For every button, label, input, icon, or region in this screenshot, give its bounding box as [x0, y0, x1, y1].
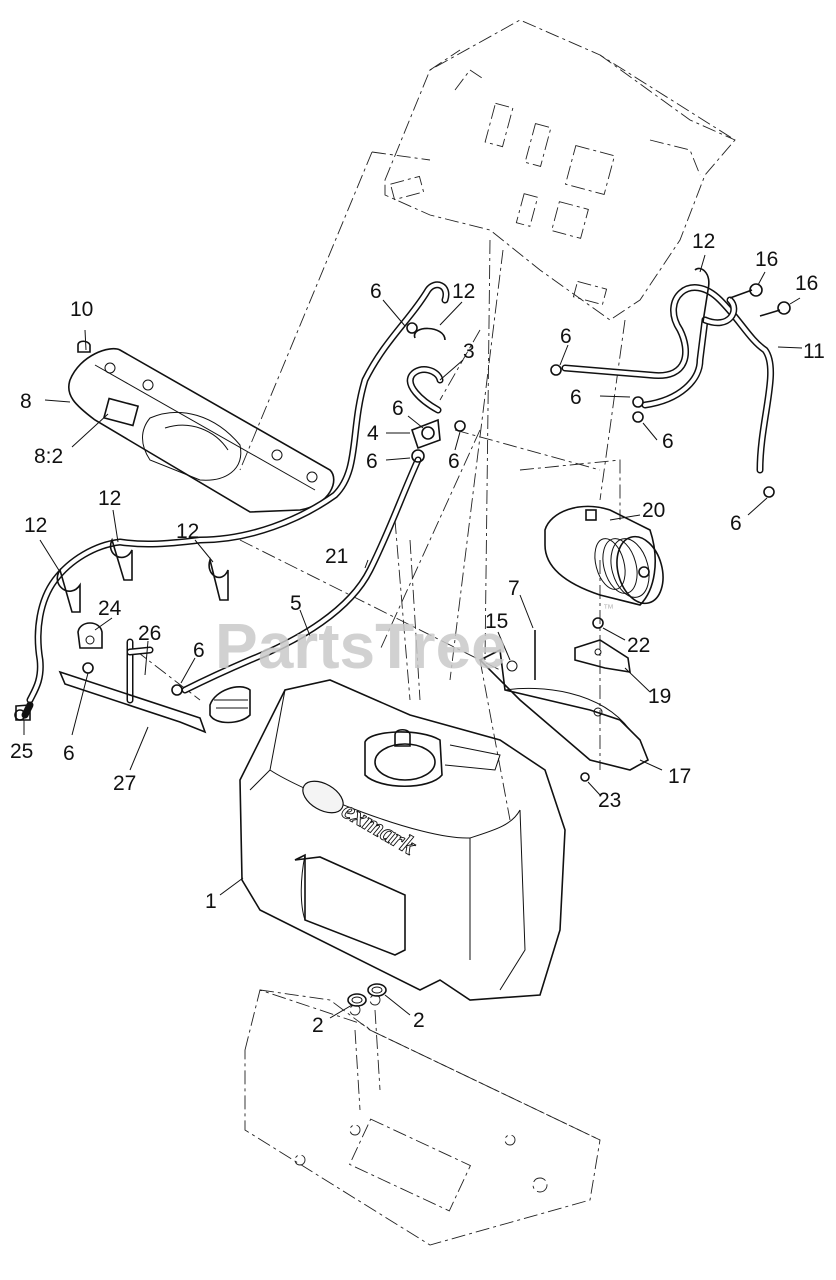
callout-16-right: 16 [795, 272, 818, 295]
callout-15: 15 [485, 610, 508, 633]
leader-lines [23, 254, 803, 1019]
callout-6-right-mid: 6 [570, 386, 582, 409]
callout-5: 5 [290, 592, 302, 615]
hose-clamps [14, 322, 775, 721]
callout-11: 11 [803, 340, 825, 363]
callout-labels: 1 2 2 3 4 5 6 6 6 6 6 6 6 6 6 6 7 8 8:2 … [10, 230, 825, 1037]
callout-8-2: 8:2 [34, 445, 63, 468]
callout-6-right-of-4: 6 [448, 450, 460, 473]
fuel-filter-part-20 [544, 505, 664, 606]
small-hardware [15, 617, 604, 782]
callout-25: 25 [10, 740, 33, 763]
callout-16-left: 16 [755, 248, 778, 271]
engine-mount-plate [244, 989, 601, 1246]
callout-8: 8 [20, 390, 32, 413]
callout-7: 7 [508, 577, 520, 600]
callout-23: 23 [598, 789, 621, 812]
callout-24: 24 [98, 597, 122, 620]
callout-12-center: 12 [176, 520, 199, 543]
callout-6-left: 6 [63, 742, 75, 765]
callout-6-right-low: 6 [662, 430, 674, 453]
callout-6-right-top: 6 [560, 325, 572, 348]
callout-3: 3 [463, 340, 475, 363]
callout-12-left: 12 [24, 514, 47, 537]
callout-17: 17 [668, 765, 691, 788]
shield-part-8 [68, 340, 335, 513]
grommets-part-2 [347, 983, 387, 1007]
fuel-tank-part-1 [209, 679, 566, 1001]
watermark-text: PartsTree [215, 610, 507, 682]
callout-10: 10 [70, 298, 93, 321]
upper-frame-bracket [384, 19, 736, 321]
callout-12-top: 12 [452, 280, 475, 303]
callout-12-left-mid: 12 [98, 487, 121, 510]
assembly-guide-lines [134, 151, 626, 1111]
exmark-logo: exmark [302, 780, 422, 861]
tee-fitting-part-4 [410, 418, 441, 450]
fuel-hoses [21, 281, 775, 719]
callout-22: 22 [627, 634, 650, 657]
callout-6-top: 6 [370, 280, 382, 303]
bracket-part-17 [478, 648, 650, 771]
bolts-part-16 [729, 283, 791, 317]
callout-6-far-right: 6 [730, 512, 742, 535]
callout-26: 26 [138, 622, 161, 645]
callout-2-right: 2 [413, 1009, 425, 1032]
watermark-trademark: ™ [603, 603, 614, 615]
callout-21: 21 [325, 545, 348, 568]
callout-20: 20 [642, 499, 665, 522]
callout-1: 1 [205, 890, 217, 913]
callout-6-hose5: 6 [193, 639, 205, 662]
p-clips-part-12 [56, 267, 710, 613]
callout-4: 4 [367, 422, 379, 445]
callout-2-left: 2 [312, 1014, 324, 1037]
callout-19: 19 [648, 685, 671, 708]
callout-6-mid-lower: 6 [366, 450, 378, 473]
bracket-part-19 [574, 639, 631, 673]
callout-27: 27 [113, 772, 136, 795]
callout-6-mid-upper: 6 [392, 397, 404, 420]
callout-12-right: 12 [692, 230, 715, 253]
